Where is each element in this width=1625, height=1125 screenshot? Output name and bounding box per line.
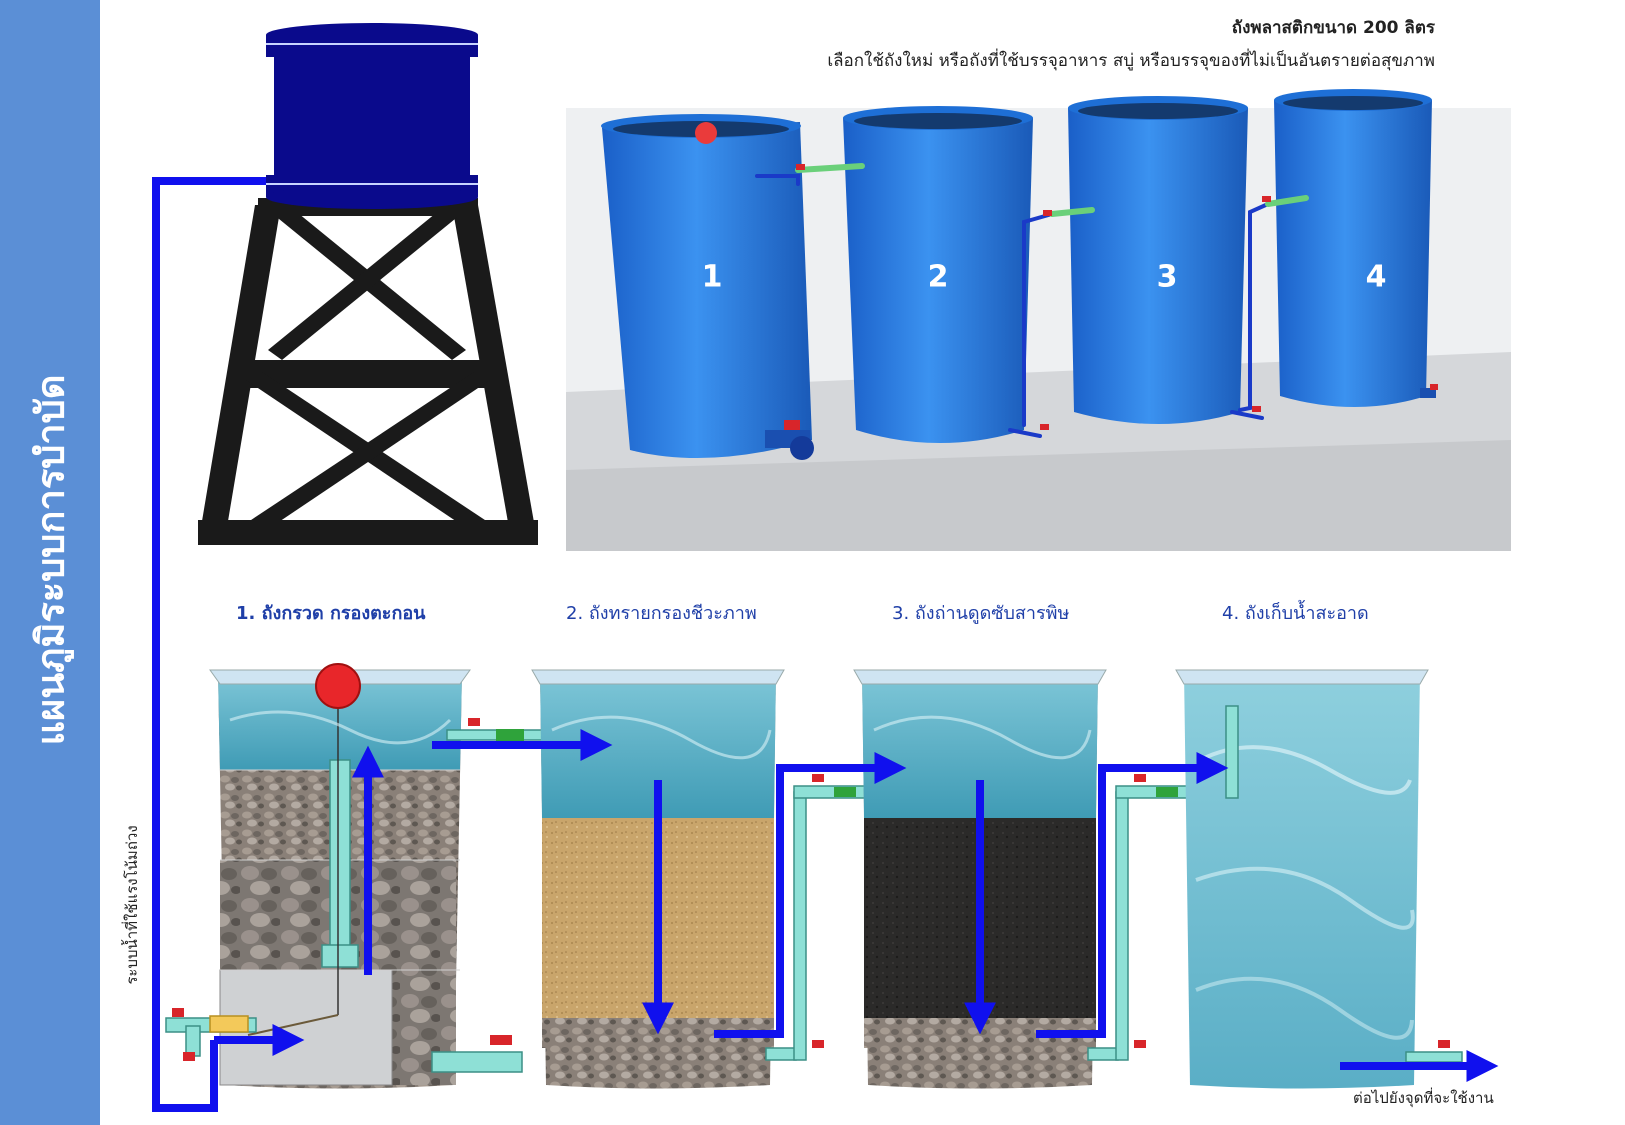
stage-label-3: 3. ถังถ่านดูดซับสารพิษ [892, 603, 1070, 624]
stage-label-1: 1. ถังกรวด กรองตะกอน [236, 603, 426, 624]
render-barrel-3 [1068, 96, 1248, 424]
float-ball-icon [695, 122, 717, 144]
water-tower [198, 23, 538, 545]
caption-subtitle: เลือกใช้ถังใหม่ หรือถังที่ใช้บรรจุอาหาร … [827, 51, 1435, 71]
stage-label-2: 2. ถังทรายกรองชีวะภาพ [566, 603, 757, 624]
render-barrel-1 [601, 114, 814, 460]
barrels-render [566, 89, 1511, 551]
water-swirls [229, 710, 1092, 760]
sidebar: แผนภูมิระบบการบำบัด [0, 0, 104, 1125]
photo-caption: ถังพลาสติกขนาด 200 ลิตร เลือกใช้ถังใหม่ … [827, 14, 1435, 74]
gravity-feed-pipe [152, 177, 266, 1112]
flow-arrow-to-tank-3 [714, 752, 907, 1038]
tank-number-2: 2 [927, 259, 949, 295]
tank-number-3: 3 [1156, 259, 1178, 295]
tower-frame [198, 198, 538, 545]
outlet-label: ต่อไปยังจุดที่จะใช้งาน [1353, 1089, 1494, 1107]
render-barrel-2 [843, 106, 1033, 443]
render-pipes [755, 163, 1309, 438]
tank-number-1: 1 [701, 259, 723, 295]
flow-arrow-to-tank-4 [1036, 752, 1229, 1038]
render-barrel-4 [1274, 89, 1438, 407]
render-valves [796, 164, 1271, 430]
section-tank-4 [1175, 669, 1463, 1089]
tank-number-4: 4 [1365, 259, 1387, 295]
stage-label-4: 4. ถังเก็บน้ำสะอาด [1222, 603, 1369, 624]
section-tank-3 [853, 669, 1227, 1089]
float-ball-icon [315, 663, 361, 709]
caption-title: ถังพลาสติกขนาด 200 ลิตร [1231, 18, 1435, 38]
section-tank-2 [531, 669, 875, 1089]
flow-arrows [214, 729, 1499, 1082]
elevated-water-tank [266, 23, 478, 209]
section-tank-1 [165, 663, 558, 1089]
gravity-system-label: ระบบน้ำที่ใช้แรงโน้มถ่วง [123, 825, 141, 985]
